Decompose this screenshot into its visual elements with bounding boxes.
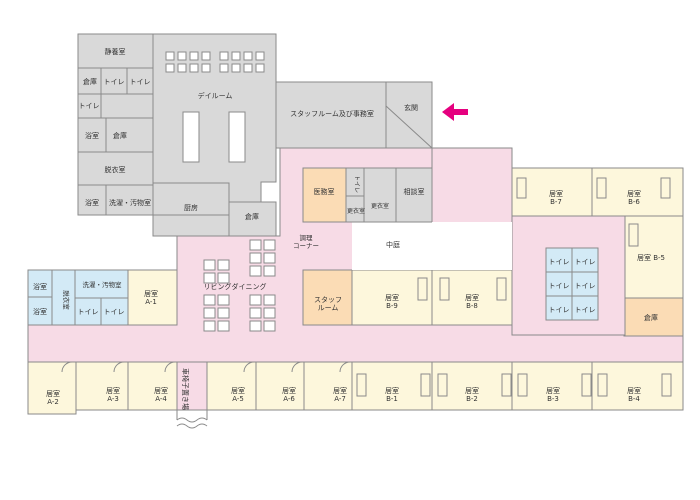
label-imushitsu: 医務室 [314,187,335,196]
label-chouri-corner: 調理コーナー [293,233,319,250]
label-sentaku-2: 洗濯・汚物室 [83,280,123,289]
label-toire-i: トイレ [549,282,570,290]
label-souko-4: 倉庫 [644,313,658,322]
label-genkan: 玄関 [404,103,418,112]
label-koui-2: 更衣室 [371,202,389,210]
label-toire-d: トイレ [353,175,360,193]
left-arrow-icon [442,103,468,121]
label-yokushitsu-1: 浴室 [85,131,99,140]
label-chuuniwa: 中庭 [386,240,400,249]
wheelchair-area [176,361,208,411]
label-datsuishitsu-1: 脱衣室 [105,165,126,174]
label-toire-f: トイレ [104,308,125,316]
label-kurumaisu: 車椅子置き場 [181,368,190,410]
label-toire-k: トイレ [549,306,570,314]
label-living-dining: リビングダイニング [204,282,267,291]
medical-room [302,167,347,223]
label-kouishitsu: 更衣室 [347,207,365,215]
label-souko-2: 倉庫 [113,131,127,140]
label-soudanshitsu: 相談室 [404,187,425,196]
label-yokushitsu-3: 浴室 [33,282,47,291]
label-datsuishitsu-2: 脱衣室 [62,290,71,310]
label-toire-j: トイレ [575,282,596,290]
label-toire-h: トイレ [575,258,596,266]
label-toire-b: トイレ [130,78,151,86]
label-toire-c: トイレ [79,102,100,110]
label-yokushitsu-4: 浴室 [33,307,47,316]
label-toire-l: トイレ [575,306,596,314]
label-souko-top: 倉庫 [83,77,97,86]
storage-room [624,297,684,337]
label-yokushitsu-2: 浴室 [85,198,99,207]
label-shizuyoushitsu: 静養室 [105,47,126,56]
room-label-b5: 居室 B-5 [637,253,665,262]
label-toire-g: トイレ [549,258,570,266]
label-souko-3: 倉庫 [245,212,259,221]
label-dayroom: デイルーム [198,91,233,100]
label-staff-office: スタッフルーム及び事務室 [290,109,374,118]
label-chubo: 厨房 [184,203,198,212]
label-sentaku-1: 洗濯・汚物室 [109,198,151,207]
label-toire-a: トイレ [104,78,125,86]
label-toire-e: トイレ [78,308,99,316]
label-staff-room: スタッフルーム [314,295,342,312]
